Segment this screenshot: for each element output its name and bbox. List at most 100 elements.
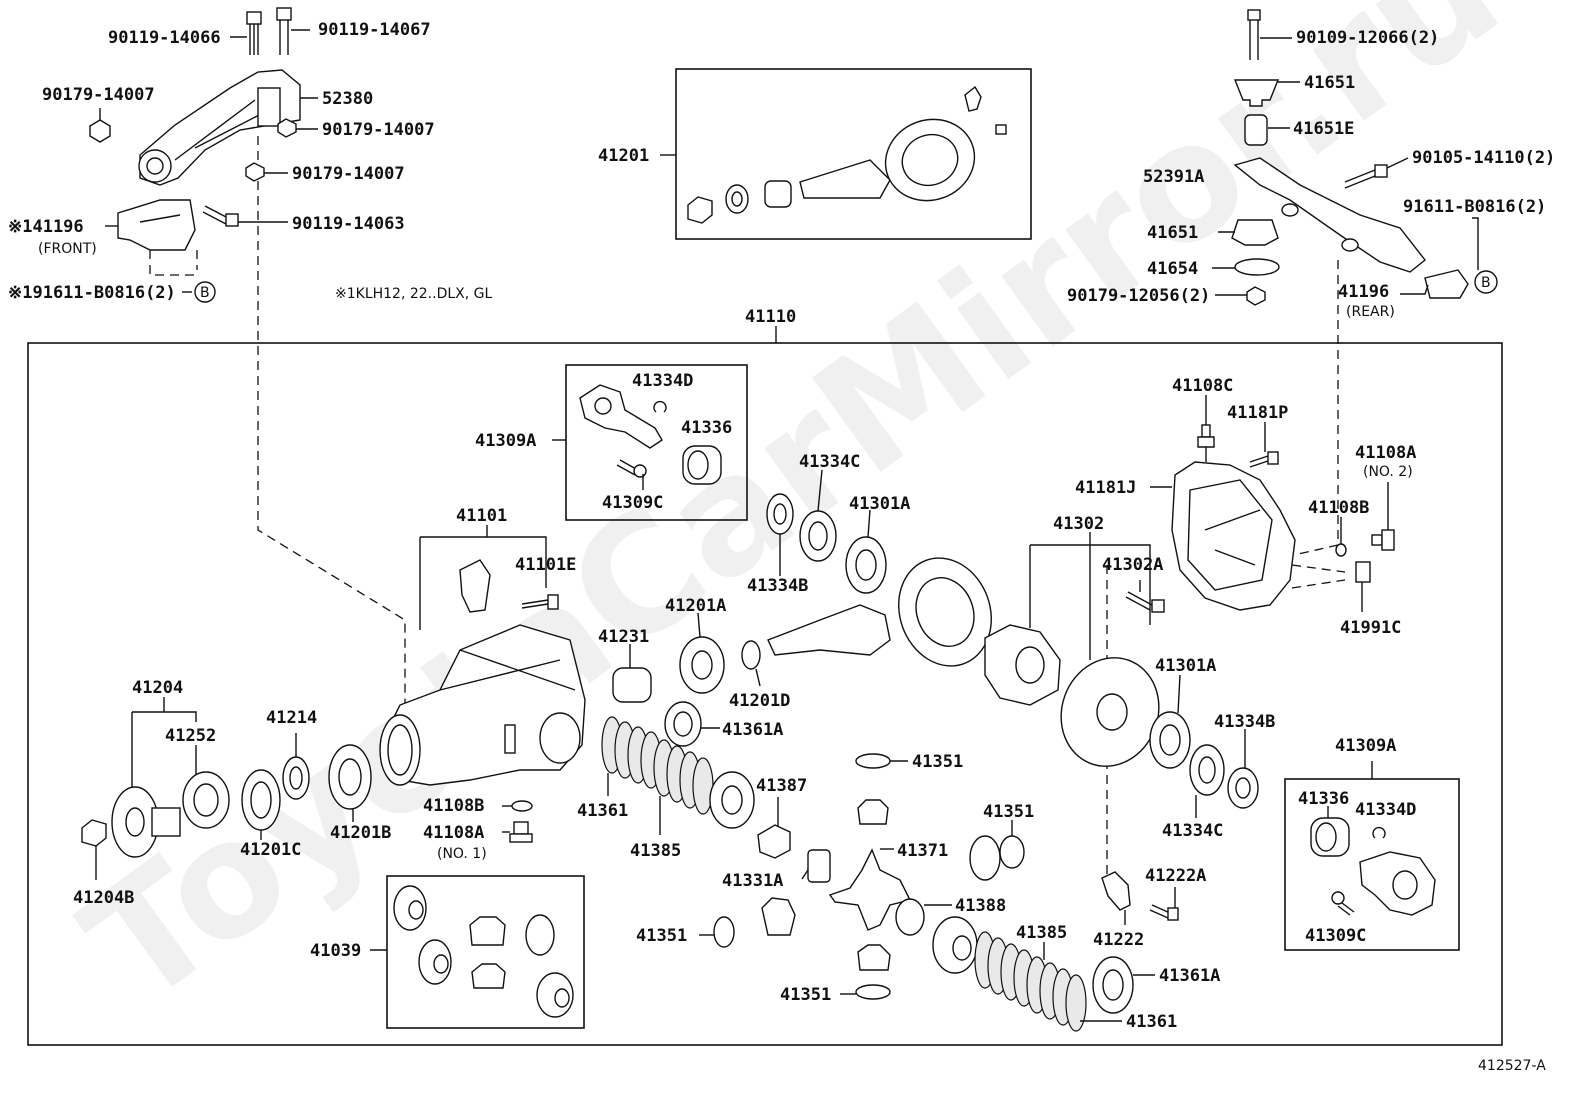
label-41351: 41351 [780, 985, 831, 1005]
applicability-note: ※1KLH12, 22..DLX, GL [335, 286, 492, 302]
plug-icon [509, 821, 533, 843]
washer-41654-icon [1234, 258, 1280, 276]
label-41651: 41651 [1304, 73, 1355, 93]
label-90119-14063: 90119-14063 [292, 214, 405, 234]
bubble-b-icon [1474, 270, 1498, 294]
bushing-41651-icon [1233, 79, 1280, 107]
nut-icon [245, 162, 265, 182]
label-41108c: 41108C [1172, 376, 1233, 396]
label-41991c: 41991C [1340, 618, 1401, 638]
label-41110: 41110 [745, 307, 796, 327]
bolt-icon [276, 7, 292, 55]
bolt-icon [1149, 904, 1179, 921]
diagram-code: 412527-A [1478, 1058, 1546, 1074]
label-41361: 41361 [577, 801, 628, 821]
label-41351: 41351 [636, 926, 687, 946]
label-no-2: (NO. 2) [1363, 464, 1413, 480]
label-41336: 41336 [681, 418, 732, 438]
rear-cover-41181j [1171, 461, 1296, 611]
pinion-mate-icon [857, 799, 889, 825]
label-41181p: 41181P [1227, 403, 1288, 423]
thrust-washer-41351-icon [855, 984, 891, 1000]
label-41361a: 41361A [722, 720, 783, 740]
pinion-mate-icon [469, 916, 506, 946]
label-41201c: 41201C [240, 840, 301, 860]
label-90179-12056: 90179-12056(2) [1067, 286, 1210, 306]
label-no-1: (NO. 1) [437, 846, 487, 862]
bolt-icon [995, 124, 1007, 135]
label-41301a: 41301A [1155, 656, 1216, 676]
label-90105-14110: 90105-14110(2) [1412, 148, 1555, 168]
drive-pinion-icon [767, 604, 891, 656]
pinion-mate-icon [761, 897, 796, 936]
label-41302a: 41302A [1102, 555, 1163, 575]
bolt-icon [1344, 164, 1388, 189]
label-front: (FRONT) [38, 241, 97, 257]
label-41301a: 41301A [849, 494, 910, 514]
bushing-41651-icon [1231, 219, 1279, 246]
carrier-housing-41101 [384, 624, 586, 786]
label-41201d: 41201D [729, 691, 790, 711]
label-41387: 41387 [756, 776, 807, 796]
breather-41108c-icon [1197, 424, 1215, 462]
spacer-41231-icon [612, 667, 652, 703]
label-41334c: 41334C [799, 452, 860, 472]
pinion-nut-icon [687, 196, 713, 224]
gear-kit-box-41039 [386, 875, 585, 1029]
label-41108a: 41108A [1355, 443, 1416, 463]
washer-41201d-icon [741, 640, 761, 670]
flange-box-41309a-top [565, 364, 748, 521]
bolt-icon [1247, 9, 1261, 60]
label-41336: 41336 [1298, 789, 1349, 809]
main-assembly-frame [27, 342, 1503, 1046]
label-41334d: 41334D [632, 371, 693, 391]
label-41309c: 41309C [602, 493, 663, 513]
label-41201a: 41201A [665, 596, 726, 616]
clutch-plates-41361-icon [601, 716, 662, 789]
bolt-icon [1331, 891, 1355, 916]
label-41204: 41204 [132, 678, 183, 698]
pinion-shaft-icon [799, 159, 891, 199]
label-90179-14007: 90179-14007 [42, 85, 155, 105]
label-41108a: 41108A [423, 823, 484, 843]
label-41361a: 41361A [1159, 966, 1220, 986]
label-41181j: 41181J [1075, 478, 1136, 498]
ring-pinion-box [675, 68, 1032, 240]
plug-icon [1371, 529, 1395, 551]
label-52380: 52380 [322, 89, 373, 109]
svg-text:B: B [200, 285, 210, 301]
bolt-icon [246, 11, 262, 55]
label-41231: 41231 [598, 627, 649, 647]
label-91611-b0816-front: ※191611-B0816(2) [8, 283, 176, 303]
label-41334c: 41334C [1162, 821, 1223, 841]
label-41252: 41252 [165, 726, 216, 746]
thrust-block-41387-icon [757, 824, 791, 859]
washer-icon [1335, 543, 1347, 557]
thrust-washer-41351-icon [713, 916, 735, 948]
label-41309c: 41309C [1305, 926, 1366, 946]
label-41222: 41222 [1093, 930, 1144, 950]
label-41309a: 41309A [1335, 736, 1396, 756]
label-41196-rear: 41196 [1338, 282, 1389, 302]
label-41204b: 41204B [73, 888, 134, 908]
label-41108b: 41108B [423, 796, 484, 816]
companion-flange-icon [579, 384, 663, 449]
rear-bracket-41196 [1424, 269, 1469, 299]
label-41196-front: ※141196 [8, 217, 84, 237]
label-41351: 41351 [912, 752, 963, 772]
label-41334b: 41334B [1214, 712, 1275, 732]
label-41039: 41039 [310, 941, 361, 961]
nut-icon [89, 119, 111, 143]
label-91611-b0816-rear: 91611-B0816(2) [1403, 197, 1546, 217]
label-41351: 41351 [983, 802, 1034, 822]
label-41302: 41302 [1053, 514, 1104, 534]
label-41101: 41101 [456, 506, 507, 526]
bearing-icon [764, 180, 792, 208]
label-90119-14066: 90119-14066 [108, 28, 221, 48]
bolt-icon [521, 594, 559, 610]
label-52391a: 52391A [1143, 167, 1204, 187]
bracket-icon [964, 85, 982, 112]
label-41108b: 41108B [1308, 498, 1369, 518]
label-41201: 41201 [598, 146, 649, 166]
label-rear: (REAR) [1346, 304, 1395, 320]
